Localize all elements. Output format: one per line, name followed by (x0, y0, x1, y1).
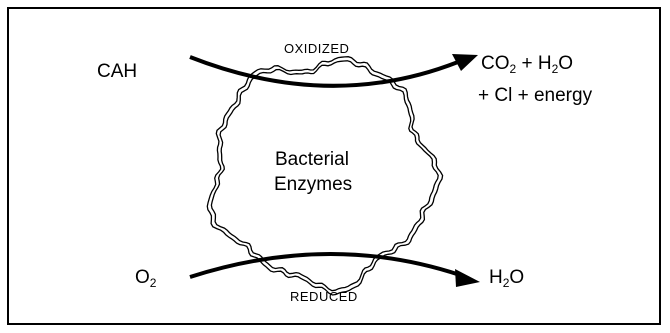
reduction-arrow-curve (189, 252, 461, 279)
plus-h-text: + H (516, 53, 552, 74)
product-top-line1: CO2 + H2O (481, 53, 574, 76)
reduced-label: REDUCED (290, 289, 358, 304)
oxidized-label: OXIDIZED (284, 41, 350, 56)
h-subscript: 2 (502, 276, 510, 290)
o-text: O (558, 53, 574, 74)
bacterial-label: Bacterial (275, 149, 349, 170)
oxidation-arrow-curve (189, 55, 459, 88)
o-text: O (509, 267, 525, 288)
diagram-frame (7, 7, 661, 325)
reactant-cah-label: CAH (97, 61, 138, 82)
h-text: H (489, 267, 503, 288)
enzyme-blob-inner (210, 60, 439, 292)
o-text: O (135, 267, 150, 288)
product-top-line2: + Cl + energy (478, 85, 593, 106)
enzymes-label: Enzymes (274, 174, 353, 195)
reduction-arrowhead (455, 269, 480, 287)
oxidation-arrowhead (452, 54, 478, 71)
product-h2o-label: H2O (489, 267, 525, 290)
enzyme-blob-outer (206, 56, 444, 296)
h-subscript: 2 (551, 62, 559, 76)
o-subscript: 2 (149, 276, 157, 290)
co-text: CO (481, 53, 510, 74)
reactant-o2-label: O2 (135, 267, 157, 290)
co-subscript: 2 (509, 62, 517, 76)
